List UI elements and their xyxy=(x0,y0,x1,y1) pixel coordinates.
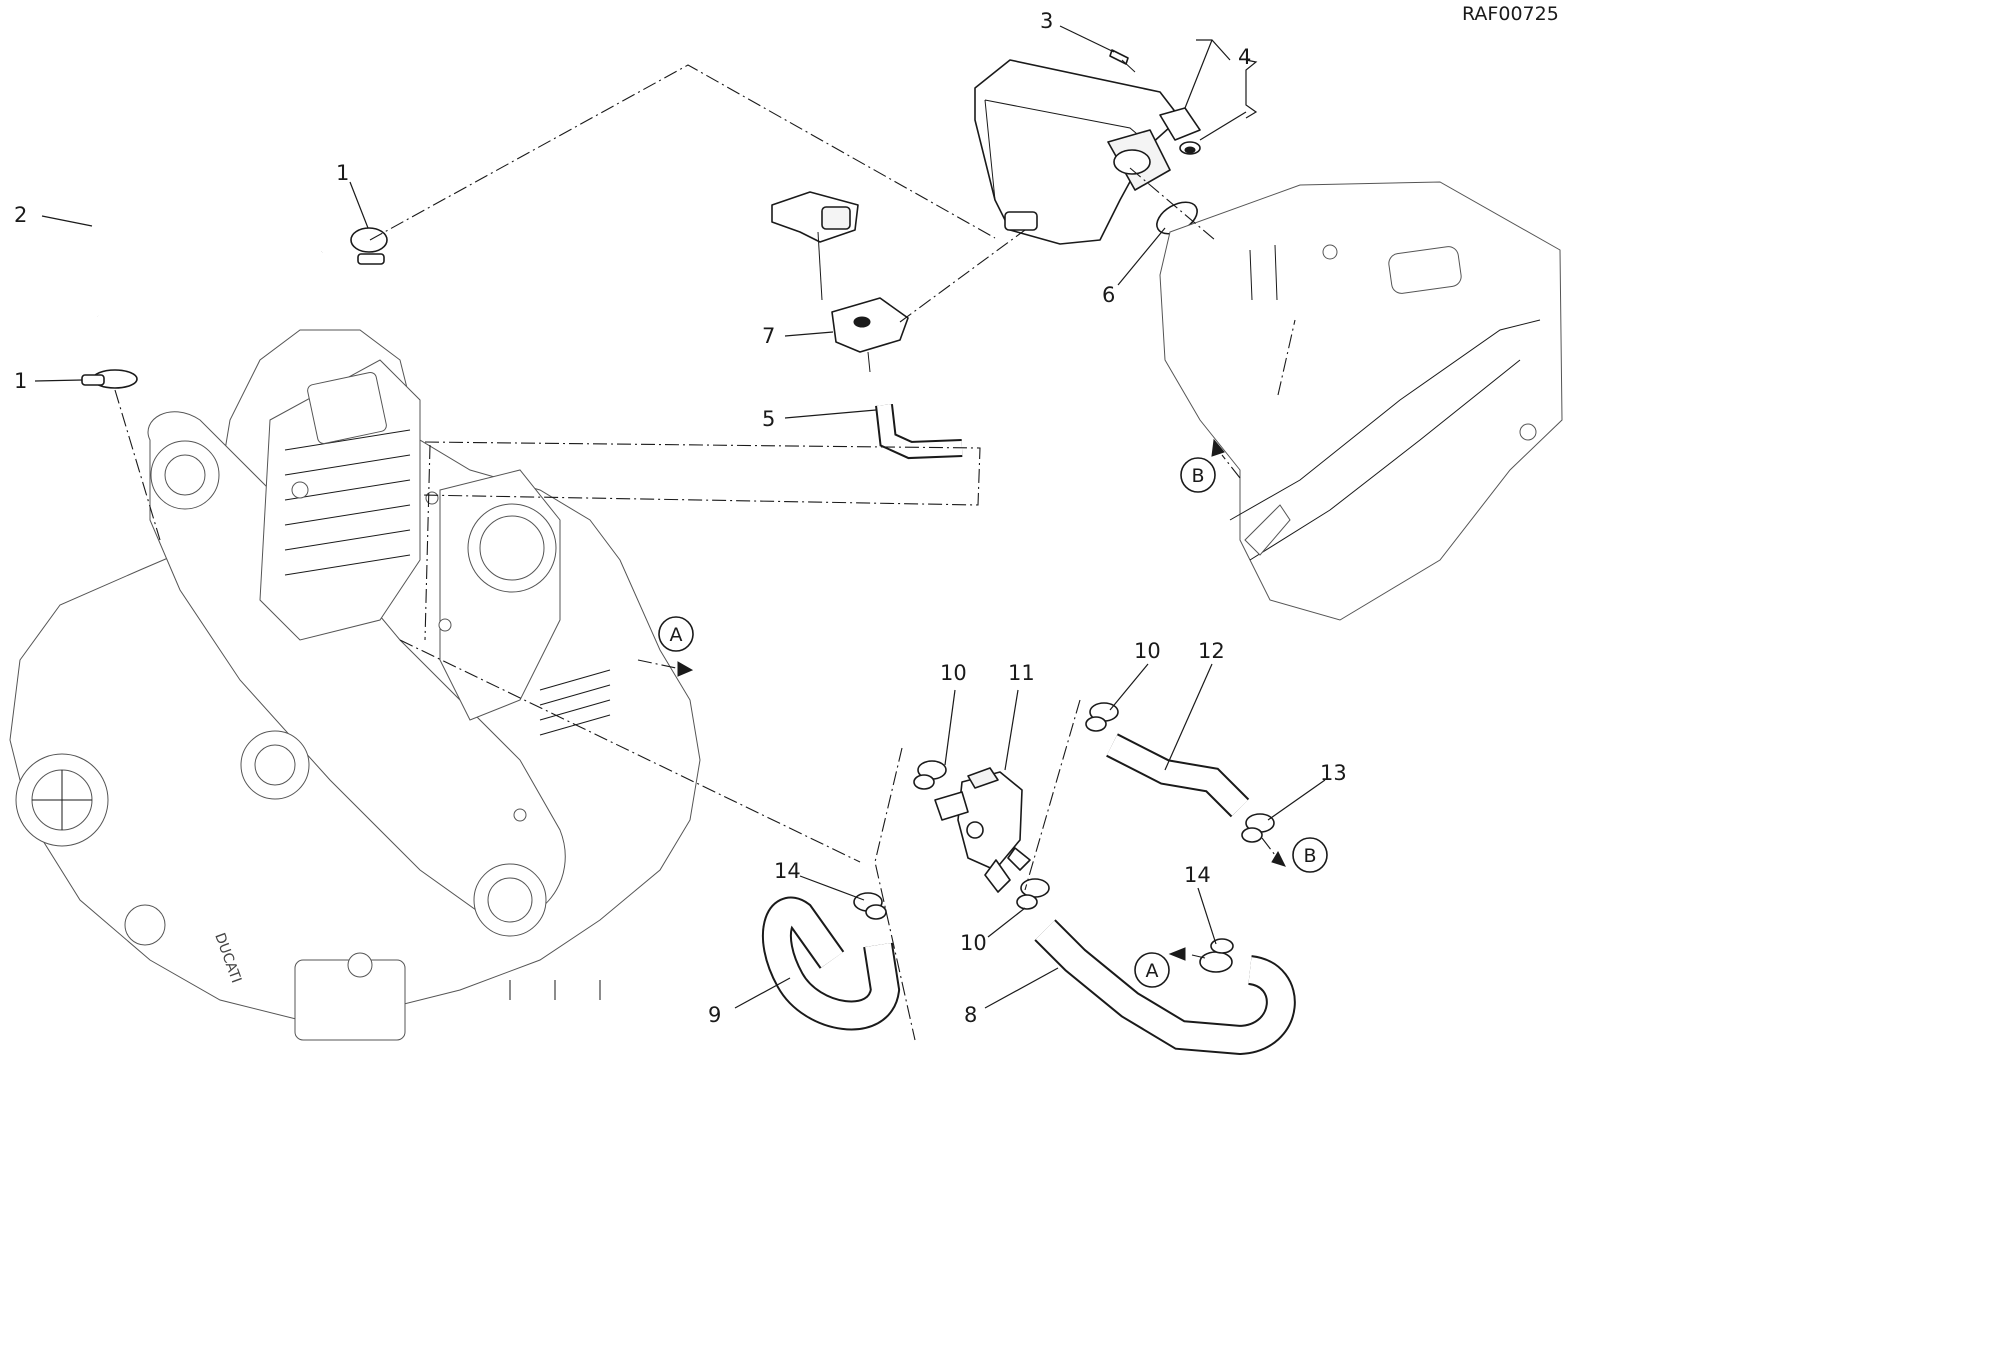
callout-10-top: 10 xyxy=(1134,639,1161,663)
clamp-part-10-top xyxy=(1085,702,1119,732)
drawing-code: RAF00725 xyxy=(1462,3,1559,25)
hose-part-2 xyxy=(82,197,327,317)
leader-lines xyxy=(34,25,1326,1009)
callout-13: 13 xyxy=(1320,761,1347,785)
callout-14-left: 14 xyxy=(774,859,801,883)
bracket-part-7 xyxy=(831,297,909,373)
callout-1-lower: 1 xyxy=(14,369,27,393)
marker-b-tank-label: B xyxy=(1191,465,1204,487)
hose-part-12 xyxy=(1107,735,1248,816)
assembly-lines xyxy=(114,64,1296,1041)
callout-6: 6 xyxy=(1102,283,1115,307)
clamp-part-10-left xyxy=(913,760,947,790)
callout-8: 8 xyxy=(964,1003,977,1027)
marker-b-hose-label: B xyxy=(1303,845,1316,867)
grommet-part-4 xyxy=(1179,141,1201,155)
hose-part-9 xyxy=(763,898,899,1029)
callout-10-left: 10 xyxy=(940,661,967,685)
clamp-part-1-lower xyxy=(81,369,138,389)
marker-a-engine: A xyxy=(637,616,694,677)
clamp-part-14-right xyxy=(1199,938,1234,973)
clamp-part-14-left xyxy=(853,892,887,920)
callout-14-right: 14 xyxy=(1184,863,1211,887)
callout-2: 2 xyxy=(14,203,27,227)
callout-12: 12 xyxy=(1198,639,1225,663)
clamp-part-13 xyxy=(1241,813,1275,843)
hose-part-5 xyxy=(877,404,963,458)
callout-1-upper: 1 xyxy=(336,161,349,185)
callout-5: 5 xyxy=(762,407,775,431)
marker-a-hose: A xyxy=(1134,947,1206,988)
callout-11: 11 xyxy=(1008,661,1035,685)
pressure-sensor xyxy=(771,191,859,301)
fuel-tank xyxy=(1159,181,1563,621)
callout-10-lower: 10 xyxy=(960,931,987,955)
clamp-part-1-upper xyxy=(350,227,388,265)
evap-canister xyxy=(974,59,1201,245)
marker-a-engine-label: A xyxy=(670,624,683,646)
marker-b-tank: B xyxy=(1180,438,1241,493)
hose-part-8 xyxy=(1035,920,1294,1054)
callout-4: 4 xyxy=(1238,45,1251,69)
engine: DUCATI xyxy=(9,329,701,1041)
marker-b-hose: B xyxy=(1261,837,1328,873)
callout-7: 7 xyxy=(762,324,775,348)
screw-part-3 xyxy=(1109,49,1136,73)
callouts: 1 2 1 3 4 6 7 5 10 11 10 12 13 14 14 10 … xyxy=(14,9,1347,1027)
exploded-parts-diagram: RAF00725 DUCATI xyxy=(9,3,1563,1056)
callout-9: 9 xyxy=(708,1003,721,1027)
solenoid-valve-part-11 xyxy=(934,767,1031,893)
callout-3: 3 xyxy=(1040,9,1053,33)
marker-a-hose-label: A xyxy=(1146,960,1159,982)
clamp-part-10-lower xyxy=(1016,878,1050,910)
